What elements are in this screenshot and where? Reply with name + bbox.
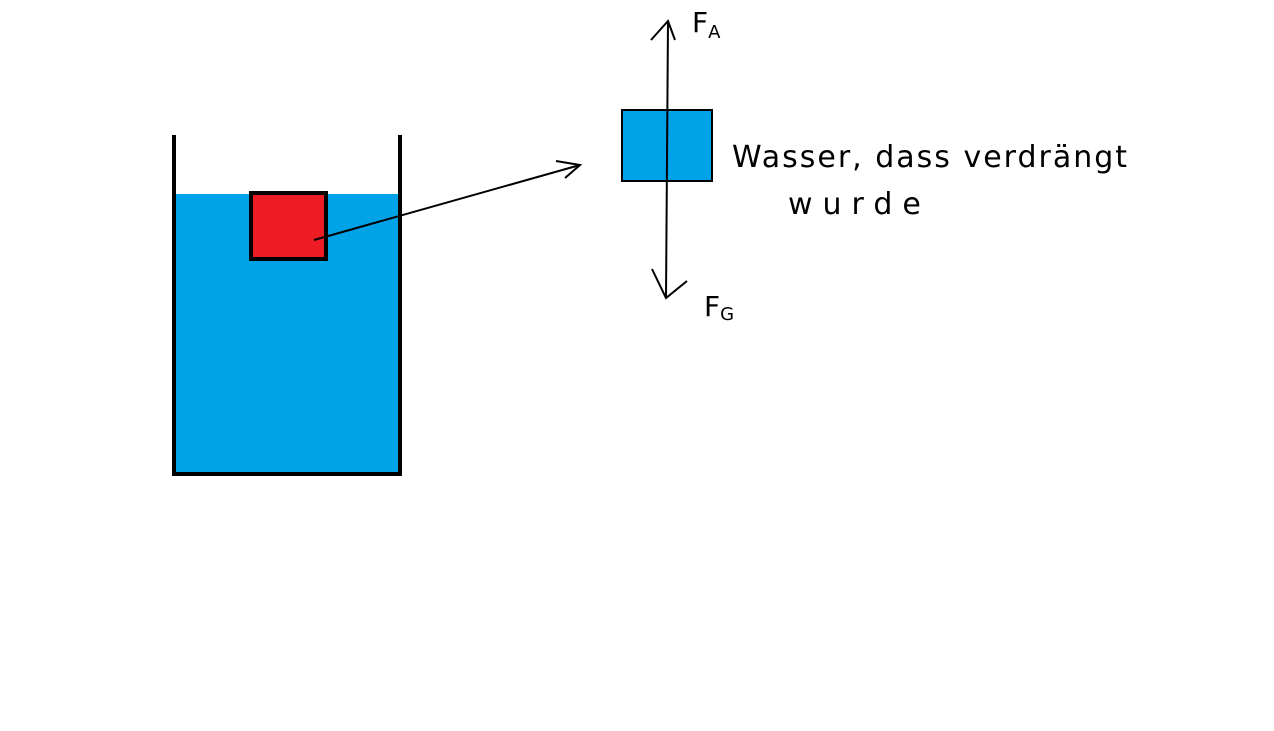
caption-line-1: Wasser, dass verdrängt (732, 140, 1129, 175)
force-line (665, 20, 669, 299)
pointer-arrow (313, 160, 583, 241)
gravity-force-arrowhead (651, 268, 688, 300)
submerged-object (249, 191, 328, 261)
buoyant-force-label: FA (692, 6, 721, 43)
buoyant-force-subscript: A (708, 22, 721, 43)
beaker-outline (172, 135, 402, 476)
caption-line-2: wurde (788, 187, 931, 222)
gravity-force-label: FG (704, 290, 734, 325)
buoyant-force-arrowhead (650, 19, 676, 41)
gravity-force-subscript: G (720, 304, 734, 325)
gravity-force-symbol: F (704, 290, 720, 323)
buoyant-force-symbol: F (692, 6, 708, 39)
beaker (172, 135, 402, 476)
